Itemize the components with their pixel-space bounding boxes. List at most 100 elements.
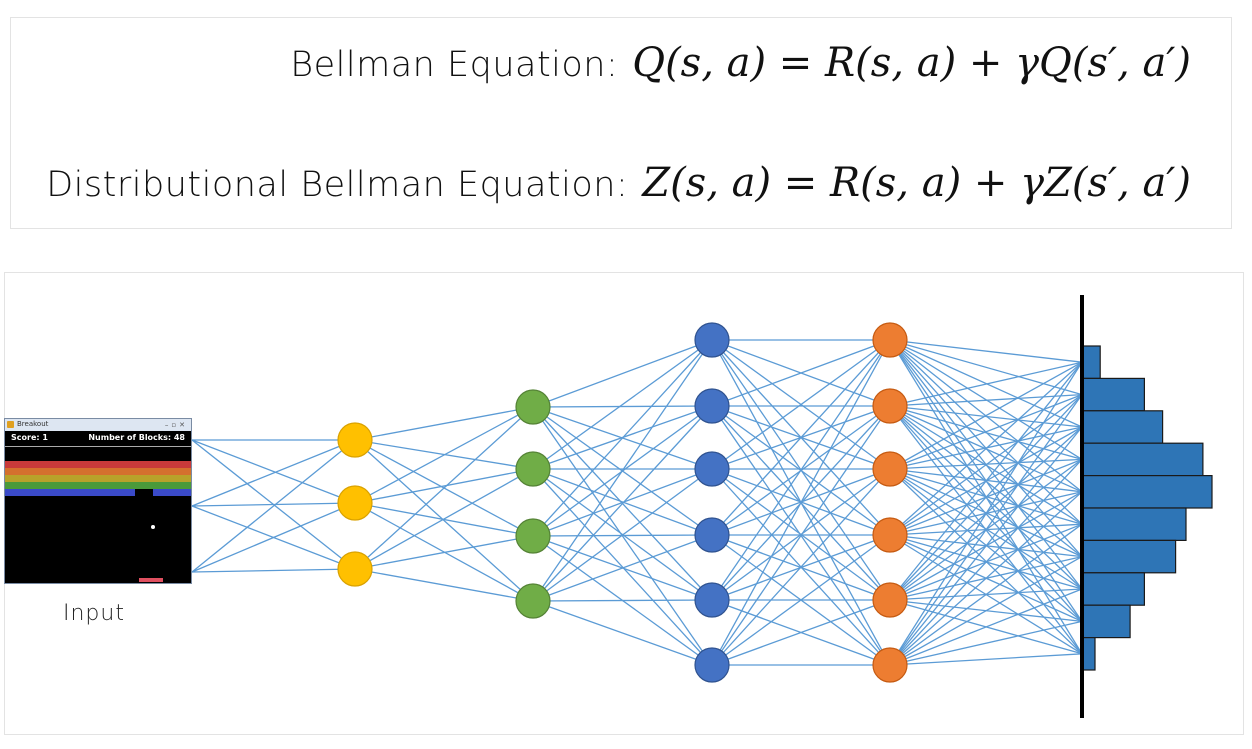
network-edge: [711, 339, 891, 470]
network-edge: [889, 361, 1083, 666]
brick-row: [5, 482, 191, 489]
network-edge: [889, 393, 1083, 470]
bellman-equation: Bellman Equation: Q(s, a) = R(s, a) + γQ…: [290, 40, 1191, 86]
network-edge: [889, 556, 1083, 666]
hidden-3-node: [694, 517, 730, 553]
brick-row: [5, 461, 191, 468]
histogram-bar: [1081, 539, 1177, 574]
network-edge: [354, 468, 534, 570]
network-edges: [191, 339, 1083, 666]
network-edge: [532, 599, 713, 602]
network-edge: [889, 523, 1083, 666]
network-edge: [191, 439, 356, 507]
game-block-count: Number of Blocks: 48: [88, 433, 185, 442]
network-edge: [889, 426, 1083, 666]
network-edge: [889, 491, 1083, 666]
network-edge: [711, 534, 891, 666]
window-controls-icon: –▫✕: [164, 421, 188, 429]
hidden-4-node: [872, 451, 908, 487]
network-edge: [532, 600, 713, 666]
network-edge: [532, 339, 713, 602]
network-edge: [191, 502, 356, 507]
game-app-icon: [7, 421, 14, 428]
histogram-bar: [1081, 507, 1187, 542]
hidden-3-node: [694, 582, 730, 618]
network-edge: [889, 361, 1083, 407]
network-edge: [532, 339, 713, 470]
network-panel: [4, 272, 1244, 735]
histogram-bar: [1081, 475, 1213, 509]
network-edge: [889, 653, 1083, 666]
network-edge: [889, 394, 1083, 601]
histogram-bar: [1081, 345, 1101, 380]
network-edge: [711, 599, 891, 666]
network-edge: [711, 339, 891, 666]
hidden-1-node: [337, 485, 373, 521]
hidden-4-node: [872, 647, 908, 683]
network-edge: [354, 439, 534, 602]
distributional-label: Distributional Bellman Equation:: [46, 165, 629, 205]
network-edge: [532, 339, 713, 408]
network-edge: [711, 339, 891, 601]
paddle: [139, 578, 163, 582]
network-edge: [889, 361, 1083, 601]
network-nodes: [337, 322, 908, 683]
brick-row: [5, 475, 191, 482]
bellman-formula: Q(s, a) = R(s, a) + γQ(s′, a′): [632, 40, 1191, 86]
network-edge: [354, 568, 534, 602]
bellman-label: Bellman Equation:: [290, 45, 619, 85]
network-edge: [532, 468, 713, 666]
network-edge: [889, 394, 1083, 666]
network-edge: [532, 405, 713, 602]
hidden-4-node: [872, 322, 908, 358]
brick-row: [5, 489, 191, 496]
network-edge: [889, 361, 1083, 536]
brick-row: [5, 468, 191, 475]
output-distribution-histogram: [1080, 295, 1213, 718]
network-edge: [191, 439, 356, 573]
network-edge: [889, 361, 1083, 470]
network-edge: [354, 406, 534, 441]
histogram-bar: [1081, 377, 1146, 412]
hidden-3-node: [694, 322, 730, 358]
hidden-3-node: [694, 451, 730, 487]
ball: [151, 525, 155, 529]
hidden-4-node: [872, 582, 908, 618]
hidden-2-node: [515, 389, 551, 425]
hidden-2-node: [515, 451, 551, 487]
network-edge: [532, 534, 713, 602]
network-edge: [191, 568, 356, 573]
distributional-bellman-equation: Distributional Bellman Equation: Z(s, a)…: [46, 160, 1191, 206]
hidden-2-node: [515, 583, 551, 619]
distributional-formula: Z(s, a) = R(s, a) + γZ(s′, a′): [642, 160, 1191, 206]
histogram-bar: [1081, 572, 1146, 606]
brick-gap: [135, 489, 153, 497]
network-edge: [889, 394, 1083, 536]
network-edge: [354, 468, 534, 504]
network-edge: [711, 339, 891, 536]
network-edge: [889, 393, 1083, 407]
hidden-1-node: [337, 422, 373, 458]
network-edge: [889, 339, 1083, 363]
hidden-1-node: [337, 551, 373, 587]
network-edge: [532, 468, 713, 537]
hidden-4-node: [872, 388, 908, 424]
network-edge: [711, 339, 891, 407]
network-edge: [532, 405, 713, 408]
game-titlebar: Breakout –▫✕: [5, 419, 191, 431]
network-edge: [711, 468, 891, 666]
hidden-3-node: [694, 647, 730, 683]
game-score: Score: 1: [11, 433, 48, 442]
network-edge: [889, 405, 1083, 428]
network-edge: [354, 406, 534, 570]
network-edge: [532, 339, 713, 537]
equations-panel: Bellman Equation: Q(s, a) = R(s, a) + γQ…: [10, 17, 1232, 229]
network-edge: [889, 405, 1083, 461]
hidden-3-node: [694, 388, 730, 424]
network-edge: [191, 502, 356, 573]
network-edge: [889, 620, 1083, 666]
histogram-bar: [1081, 604, 1131, 639]
hidden-2-node: [515, 518, 551, 554]
network-edge: [711, 405, 891, 666]
